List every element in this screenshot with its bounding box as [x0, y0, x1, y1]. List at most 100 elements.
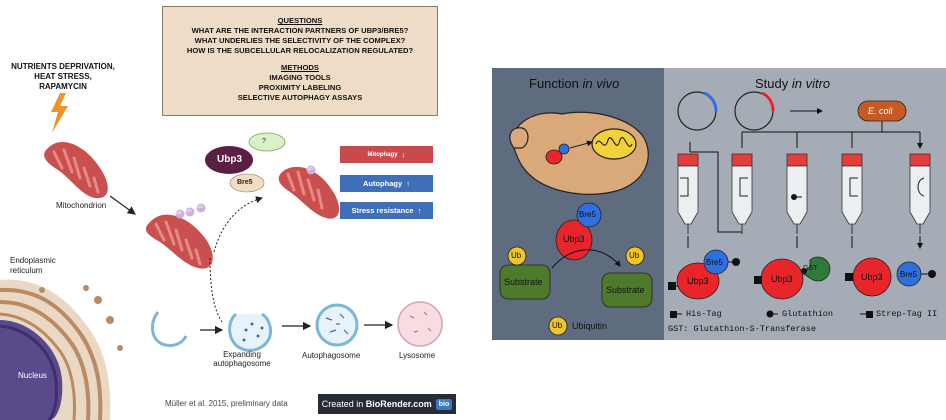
- expanding-autophagosome-label: Expanding autophagosome: [202, 350, 282, 368]
- substrate-right-label: Substrate: [606, 285, 645, 295]
- stress-line-3: RAPAMYCIN: [39, 82, 87, 91]
- stress-line-1: NUTRIENTS DEPRIVATION,: [11, 62, 115, 71]
- er-line-2: reticulum: [10, 266, 43, 275]
- ub-label-1: Ub: [176, 210, 182, 215]
- methods-heading: METHODS: [281, 63, 319, 72]
- question-line-2: WHAT UNDERLIES THE SELECTIVITY OF THE CO…: [194, 36, 406, 45]
- biorender-credit: Created in BioRender.com bio: [318, 394, 456, 414]
- title-vivo-italic: in vivo: [582, 76, 620, 91]
- title-vivo-prefix: Function: [529, 76, 583, 91]
- nucleus: [0, 320, 63, 420]
- credit-brand: BioRender.com: [365, 399, 432, 409]
- ubp3-label-vivo: Ubp3: [563, 234, 585, 244]
- his-tag-icon: [670, 311, 682, 318]
- expanding-autophagosome: [228, 312, 272, 352]
- glutathion-label: Glutathion: [782, 309, 834, 319]
- left-illustration: [0, 93, 443, 420]
- ubp3-label-product-1: Ubp3: [687, 276, 709, 286]
- ubp3-shape: [205, 146, 253, 174]
- gst-definition: GST: Glutathion-S-Transferase: [668, 324, 816, 334]
- mitochondrion-icon: [591, 128, 637, 160]
- mitochondrion-2: [145, 214, 213, 269]
- lysosome-label: Lysosome: [399, 351, 436, 360]
- nucleus-label: Nucleus: [18, 371, 47, 380]
- autophagosome-label: Autophagosome: [302, 351, 361, 360]
- bre5-label-vivo: Bre5: [579, 210, 596, 219]
- effect-stress-label: Stress resistance: [351, 206, 414, 215]
- bre5-label-product-2: Bre5: [900, 270, 917, 279]
- ecoli-label: E. coli: [868, 106, 893, 116]
- product-ubp3-bre5: [668, 249, 740, 300]
- column-2: [731, 153, 753, 235]
- ubp3-label-product-3: Ubp3: [861, 272, 883, 282]
- plasmid-bre5: [734, 91, 775, 131]
- ub-label-2: Ub: [186, 208, 192, 213]
- left-figure: QUESTIONS WHAT ARE THE INTERACTION PARTN…: [0, 0, 470, 420]
- substrate-right: [601, 272, 653, 308]
- title-vitro: Study in vitro: [755, 76, 830, 91]
- ub-left-label: Ub: [511, 251, 522, 260]
- effect-autophagy: Autophagy ↑: [340, 175, 433, 192]
- substrate-left: [499, 264, 551, 300]
- effect-mitophagy-label: Mitophagy: [367, 151, 398, 158]
- biorender-logo-badge: bio: [435, 398, 453, 410]
- stress-line-2: HEAT STRESS,: [34, 72, 92, 81]
- strep-tag-label: Strep-Tag II: [876, 309, 938, 319]
- er-line-1: Endoplasmic: [10, 256, 56, 265]
- stage-expanding: Expanding: [223, 350, 261, 359]
- er-label: Endoplasmic reticulum: [10, 256, 56, 276]
- effect-mitophagy: Mitophagy ↓: [340, 146, 433, 163]
- method-line-2: PROXIMITY LABELING: [258, 83, 342, 92]
- ubp3-label: Ubp3: [217, 154, 242, 165]
- bre5-label: Bre5: [237, 179, 253, 186]
- ubiquitin-label: Ubiquitin: [572, 321, 608, 331]
- title-vivo: Function in vivo: [529, 76, 619, 91]
- lysosome: [397, 301, 443, 347]
- plasmid-ubp3: [677, 91, 718, 131]
- column-1: [677, 153, 699, 235]
- question-line-3: HOW IS THE SUBCELLULAR RELOCALIZATION RE…: [186, 46, 414, 55]
- ub-label-4: Ub: [307, 166, 313, 171]
- ub-mark-mito3: [306, 165, 316, 175]
- ub-marks-mito2: [175, 203, 206, 219]
- unknown-partner-bubble: [248, 132, 286, 152]
- gst-label: GST: [803, 265, 818, 272]
- stage-autophagosome-part: autophagosome: [213, 359, 271, 368]
- ub-label-3: Ub: [197, 204, 203, 209]
- mitochondrion-1: [44, 141, 108, 199]
- ub-legend: [548, 316, 568, 336]
- mitochondrion-3: [278, 166, 340, 219]
- ub-right: [625, 246, 645, 266]
- questions-methods-box: QUESTIONS WHAT ARE THE INTERACTION PARTN…: [162, 6, 438, 116]
- method-line-1: IMAGING TOOLS: [269, 73, 331, 82]
- product-ubp3-gst: [754, 256, 831, 300]
- phagophore: [151, 311, 188, 348]
- autophagosome: [315, 303, 359, 347]
- bre5-shape: [229, 173, 265, 193]
- up-arrow-icon-2: ↑: [417, 206, 422, 215]
- product-bre5: [896, 261, 936, 287]
- down-arrow-icon: ↓: [401, 150, 406, 159]
- title-vitro-prefix: Study: [755, 76, 792, 91]
- question-mark: ?: [262, 138, 266, 145]
- ub-right-label: Ub: [629, 251, 640, 260]
- effect-autophagy-label: Autophagy: [362, 179, 403, 188]
- ub-left: [507, 246, 527, 266]
- glutathion-icon: [766, 310, 778, 318]
- citation: Müller et al. 2015, preliminary data: [165, 399, 288, 408]
- right-figure: Function in vivo Study in vitro E. coli …: [492, 68, 946, 340]
- lightning-icon: [51, 93, 68, 133]
- column-5: [909, 153, 931, 235]
- ub-legend-label: Ub: [552, 321, 563, 330]
- substrate-left-label: Substrate: [504, 277, 543, 287]
- up-arrow-icon: ↑: [406, 179, 411, 188]
- distribution-lines: [741, 121, 921, 142]
- ubp3-label-product-2: Ubp3: [771, 274, 793, 284]
- his-tag-label: His-Tag: [686, 309, 722, 319]
- questions-heading: QUESTIONS: [277, 16, 323, 25]
- method-line-3: SELECTIVE AUTOPHAGY ASSAYS: [237, 93, 363, 102]
- mitochondrion-label: Mitochondrion: [56, 201, 107, 210]
- question-line-1: WHAT ARE THE INTERACTION PARTNERS OF UBP…: [191, 26, 409, 35]
- column-4: [841, 153, 863, 235]
- product-ubp3: [845, 257, 892, 297]
